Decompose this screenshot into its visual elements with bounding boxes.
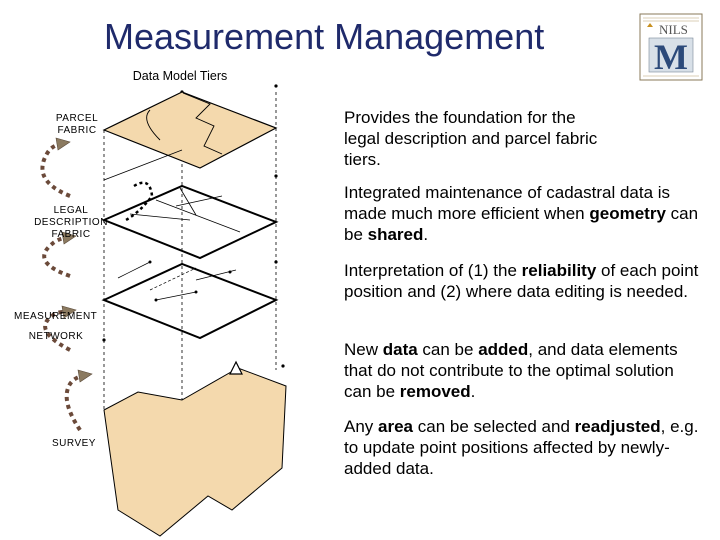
measurement-lines: [117, 261, 237, 301]
vertical-guides: [103, 92, 277, 412]
tier-label-parcel: PARCEL FABRIC: [52, 113, 102, 137]
logo-text: NILS: [659, 22, 688, 37]
tier-label-network: NETWORK: [28, 331, 84, 342]
description-text: can be: [417, 340, 479, 359]
description-measurement: Interpretation of (1) the reliability of…: [344, 260, 714, 302]
description-text: Any: [344, 417, 379, 436]
description-legal: Integrated maintenance of cadastral data…: [344, 182, 714, 245]
emphasis-text: area: [378, 417, 414, 436]
description-text: Interpretation of (1) the: [344, 261, 522, 280]
data-model-tiers-diagram: Data Model Tiers: [40, 69, 287, 537]
emphasis-text: removed: [399, 382, 471, 401]
emphasis-text: data: [382, 340, 418, 359]
description-network: New data can be added, and data elements…: [344, 339, 684, 402]
description-text: , and data elements that do not contribu…: [344, 340, 678, 401]
tier-label-line: FABRIC: [51, 229, 91, 240]
tier-label-survey: SURVEY: [52, 438, 96, 449]
description-text: , e.g. to update point positions affecte…: [344, 417, 699, 478]
tier-label-legal: LEGAL DESCRIPTION FABRIC: [34, 205, 108, 241]
legal-description-plane: [101, 184, 279, 260]
parcel-fabric-plane: [102, 91, 278, 169]
description-text: New: [344, 340, 383, 359]
legal-dashed-arc: [125, 181, 154, 222]
survey-triangle-icon: [229, 360, 243, 375]
description-survey: Any area can be selected and readjusted,…: [344, 416, 714, 479]
measurement-network-plane: [101, 262, 279, 340]
emphasis-text: reliability: [521, 261, 597, 280]
description-parcel: Provides the foundation for the legal de…: [344, 107, 606, 170]
tier-label-line: DESCRIPTION: [34, 217, 108, 228]
emphasis-text: shared: [367, 225, 424, 244]
tier-label-line: LEGAL: [53, 205, 89, 216]
description-text: Integrated maintenance of cadastral data…: [344, 183, 671, 223]
arrow-heads: [55, 137, 93, 383]
emphasis-text: added: [478, 340, 529, 359]
tier-label-measurement: MEASUREMENT: [14, 311, 98, 322]
tier-label-line: PARCEL: [55, 113, 99, 124]
description-text: .: [470, 382, 476, 401]
description-text: Provides the foundation for the legal de…: [344, 108, 598, 169]
emphasis-text: geometry: [589, 204, 666, 223]
survey-plane: [103, 367, 287, 537]
legal-description-lines: [103, 149, 241, 233]
description-text: can be selected and: [413, 417, 575, 436]
page-title: Measurement Management: [104, 16, 545, 57]
diagram-heading: Data Model Tiers: [133, 69, 227, 83]
description-text: can be: [344, 204, 699, 244]
tier-label-line: FABRIC: [57, 125, 97, 136]
description-text: of each point position and (2) where dat…: [344, 261, 699, 301]
emphasis-text: readjusted: [574, 417, 661, 436]
nils-logo: NILS M: [639, 13, 703, 81]
measurement-points: [148, 260, 232, 302]
parcel-boundary: [146, 92, 223, 155]
connector-arrows: [40, 142, 83, 432]
description-text: .: [423, 225, 429, 244]
logo-letter: M: [654, 37, 688, 77]
